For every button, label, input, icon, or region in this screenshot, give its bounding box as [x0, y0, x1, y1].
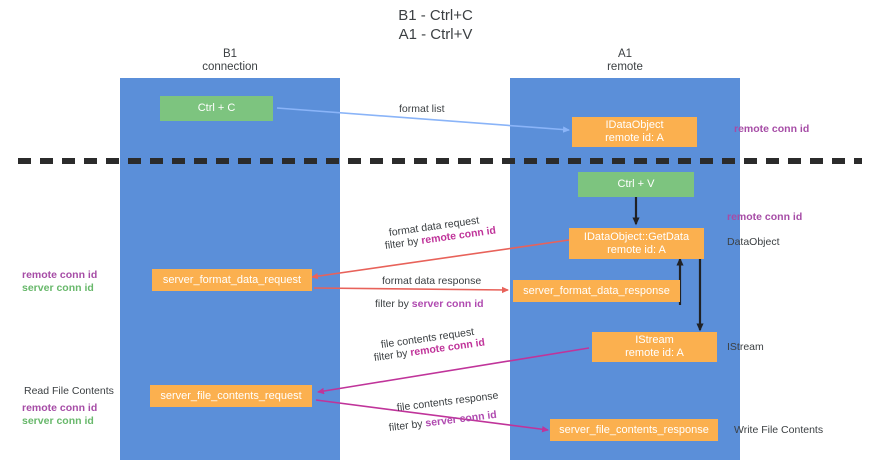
node-ctrl-v-label: Ctrl + V — [617, 178, 655, 190]
side-label-conn-id-stack-mid: remote conn id server conn id — [22, 269, 97, 295]
node-server-format-data-response-label: server_format_data_response — [523, 284, 670, 297]
column-header-a1-name: A1 — [617, 48, 633, 60]
node-istream[interactable]: IStream remote id: A — [592, 332, 717, 362]
title-line-1: B1 - Ctrl+C — [398, 7, 473, 24]
column-header-a1-role: remote — [607, 61, 643, 73]
edge-label-format-list: format list — [399, 103, 445, 115]
node-getdata[interactable]: IDataObject::GetData remote id: A — [569, 228, 704, 259]
title-line-2: A1 - Ctrl+V — [398, 26, 473, 43]
node-server-file-contents-request-label: server_file_contents_request — [160, 389, 302, 402]
edge-label-file-contents-response-filter-prefix: filter by — [388, 417, 427, 434]
node-ctrl-c-label: Ctrl + C — [197, 102, 236, 114]
side-label-server-conn-id-left-mid: server conn id — [22, 282, 94, 294]
node-server-format-data-response[interactable]: server_format_data_response — [513, 280, 680, 302]
column-header-a1: A1 remote — [510, 48, 740, 74]
side-label-remote-conn-id-top: remote conn id — [734, 123, 810, 135]
node-server-file-contents-request[interactable]: server_file_contents_request — [150, 385, 312, 407]
node-ctrl-c[interactable]: Ctrl + C — [160, 96, 273, 121]
edge-label-format-data-response-filter-key: server conn id — [411, 298, 484, 310]
edge-label-format-data-response: format data response — [382, 275, 482, 287]
node-istream-label: IStream — [635, 334, 674, 346]
node-ctrl-v[interactable]: Ctrl + V — [578, 172, 694, 197]
node-getdata-remote-id: remote id: A — [607, 243, 666, 256]
side-label-server-conn-id-left-low: server conn id — [22, 415, 94, 427]
node-idataobject-remote-id: remote id: A — [605, 132, 664, 144]
node-server-format-data-request-label: server_format_data_request — [162, 273, 302, 286]
side-label-conn-id-stack-low: remote conn id server conn id — [22, 402, 97, 428]
column-header-b1-role: connection — [202, 61, 258, 73]
node-istream-remote-id: remote id: A — [625, 347, 684, 359]
node-idataobject[interactable]: IDataObject remote id: A — [572, 117, 697, 147]
node-server-file-contents-response-label: server_file_contents_response — [559, 423, 709, 436]
edge-label-format-data-response-filter-prefix: filter by — [375, 298, 412, 310]
side-label-write-file-contents: Write File Contents — [734, 424, 824, 436]
side-label-read-file-contents: Read File Contents — [24, 385, 114, 397]
edge-label-file-contents-request-filter-prefix: filter by — [373, 346, 412, 364]
node-server-file-contents-response[interactable]: server_file_contents_response — [550, 419, 718, 441]
side-label-remote-conn-id-left-mid: remote conn id — [22, 269, 98, 281]
side-label-istream: IStream — [727, 341, 764, 353]
edge-label-format-data-response-filter: filter by server conn id — [375, 298, 484, 311]
column-header-b1: B1 connection — [120, 48, 340, 74]
node-idataobject-label: IDataObject — [605, 119, 664, 131]
node-server-format-data-request[interactable]: server_format_data_request — [152, 269, 312, 291]
side-label-remote-conn-id-left-low: remote conn id — [22, 402, 98, 414]
diagram-title: B1 - Ctrl+C A1 - Ctrl+V — [0, 6, 871, 44]
side-label-remote-conn-id-mid: remote conn id — [727, 211, 803, 223]
node-getdata-label: IDataObject::GetData — [583, 230, 690, 243]
side-label-dataobject: DataObject — [727, 236, 780, 248]
edge-label-file-contents-response-filter-key: server conn id — [424, 408, 498, 430]
column-header-b1-name: B1 — [222, 48, 238, 60]
